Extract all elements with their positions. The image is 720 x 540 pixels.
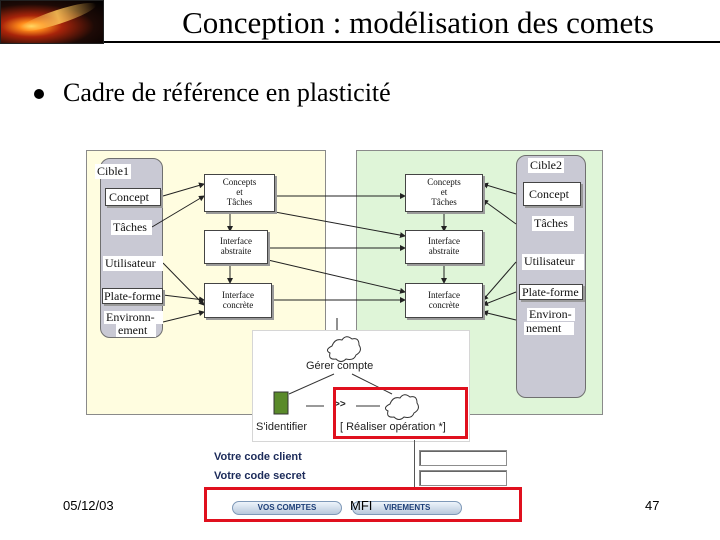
cible1-utilisateur-box: Utilisateur: [103, 256, 163, 271]
footer-date: 05/12/03: [63, 498, 114, 513]
cible1-taches-box: Tâches: [111, 220, 152, 235]
identifier-icon: [273, 391, 289, 415]
right-concepts-taches-box: Concepts et Tâches: [405, 174, 483, 212]
form-divider: [414, 440, 415, 490]
highlight-buttons: [204, 487, 522, 522]
bullet-text: Cadre de référence en plasticité: [63, 78, 391, 107]
left-concepts-line1: Concepts: [222, 177, 257, 187]
cible1-environnement-line2: ement: [116, 324, 156, 337]
cible1-concept-box: Concept: [105, 188, 161, 206]
left-concepts-line2: et: [236, 187, 243, 197]
virements-button[interactable]: VIREMENTS: [352, 501, 462, 515]
gerer-compte-icon: [326, 336, 361, 362]
cible1-environnement-line1: Environn-: [104, 311, 163, 324]
right-concepts-line3: Tâches: [431, 197, 457, 207]
right-concepts-line2: et: [440, 187, 448, 197]
left-concrete-line1: Interface: [222, 290, 254, 300]
cible2-title: Cible2: [528, 158, 564, 173]
usecase-drawing: [273, 336, 419, 420]
cible2-utilisateur-box: Utilisateur: [522, 254, 584, 270]
cible2-taches-box: Tâches: [532, 216, 574, 231]
right-concrete-line2: concrète: [428, 300, 460, 310]
left-concepts-taches-box: Concepts et Tâches: [204, 174, 275, 212]
usecase-include-arrow: >>: [334, 399, 346, 410]
vos-comptes-button[interactable]: VOS COMPTES: [232, 501, 342, 515]
usecase-gerer-compte: Gérer compte: [306, 360, 374, 372]
cible2-environnement-line1: Environ-: [527, 308, 575, 321]
cible2-plateforme-box: Plate-forme: [519, 284, 583, 300]
footer-center: MFI: [350, 498, 373, 513]
left-interface-concrete-box: Interface concrète: [204, 283, 272, 318]
cible1-title: Cible1: [95, 164, 131, 179]
cible2-concept-box: Concept: [523, 182, 581, 206]
cible2-environnement-line2: nement: [524, 322, 574, 335]
left-abstraite-line2: abstraite: [220, 246, 252, 256]
right-concepts-line1: Concepts: [427, 177, 461, 187]
usecase-identifier: S'identifier: [256, 421, 308, 433]
left-interface-abstraite-box: Interface abstraite: [204, 230, 268, 264]
left-concrete-line2: concrète: [222, 300, 254, 310]
right-interface-concrete-box: Interface concrète: [405, 283, 483, 318]
code-secret-input[interactable]: [419, 470, 507, 486]
highlight-realiser-operation: [333, 387, 468, 439]
right-abstraite-line1: Interface: [428, 236, 460, 246]
realiser-operation-icon: [384, 394, 419, 420]
right-interface-abstraite-box: Interface abstraite: [405, 230, 483, 264]
right-abstraite-line2: abstraite: [428, 246, 460, 256]
footer-page-number: 47: [645, 498, 660, 513]
left-concepts-line3: Tâches: [226, 197, 253, 207]
title-divider: [104, 41, 720, 43]
cible1-plateforme-box: Plate-forme: [102, 288, 163, 304]
slide-title: Conception : modélisation des comets: [182, 5, 654, 40]
bullet-point-icon: [34, 89, 44, 99]
right-concrete-line1: Interface: [428, 290, 460, 300]
left-abstraite-line1: Interface: [220, 236, 252, 246]
usecase-screenshot: [252, 330, 470, 442]
code-client-label: Votre code client: [214, 451, 302, 463]
code-secret-label: Votre code secret: [214, 470, 306, 482]
usecase-realiser-operation: [ Réaliser opération *]: [340, 421, 446, 433]
code-client-input[interactable]: [419, 450, 507, 466]
